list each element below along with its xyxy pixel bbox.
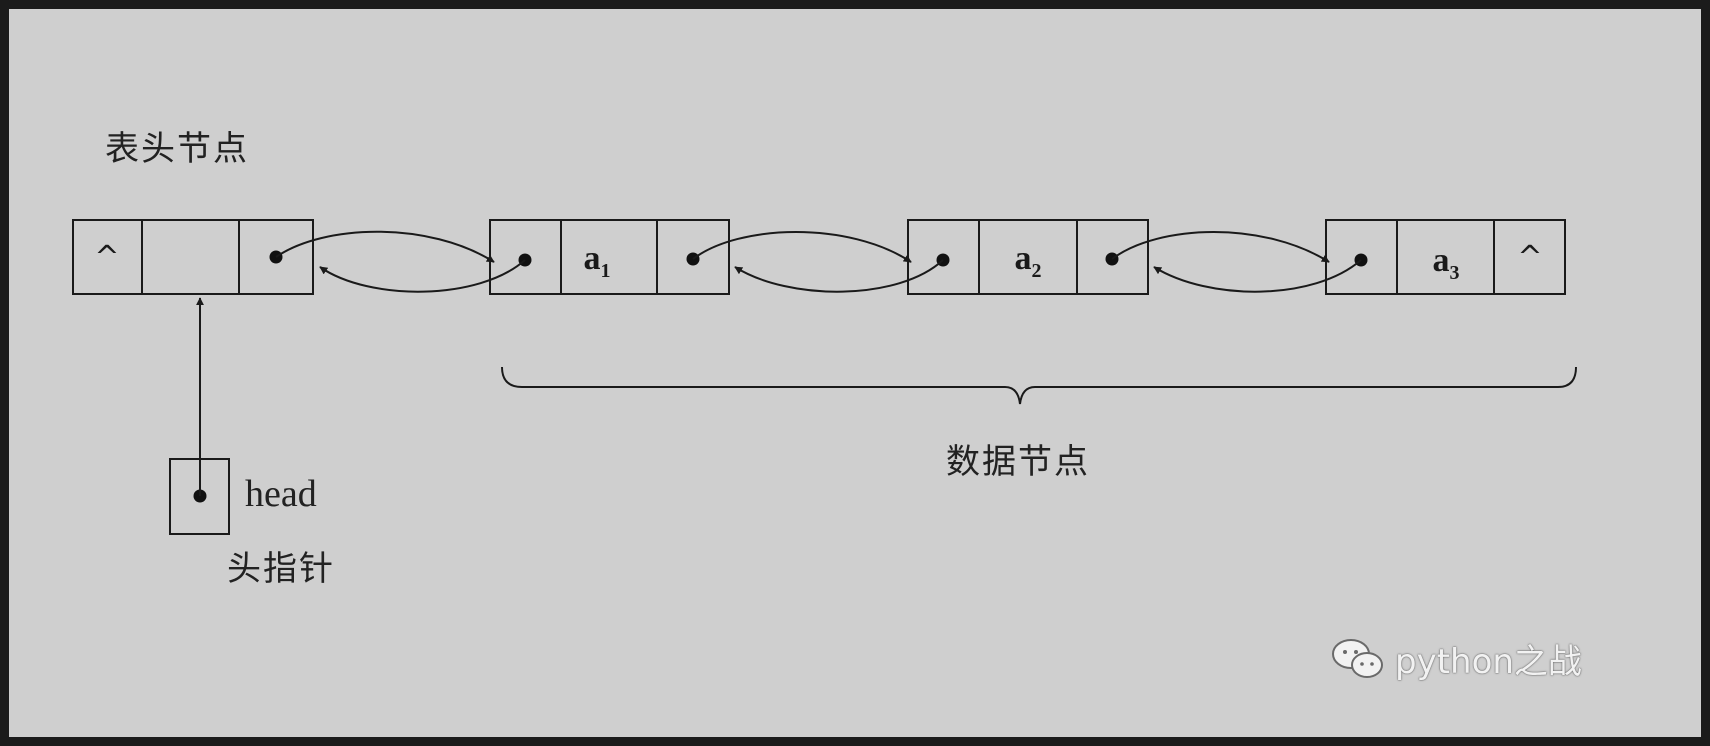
node1-data-label: a1 [584,240,611,282]
header-node-label: 表头节点 [105,129,249,169]
prior-link-arrow-3 [1153,259,1362,293]
data-nodes-brace [501,366,1577,405]
prior-link-arrow-1 [319,259,526,293]
next-link-arrow-2 [692,231,912,263]
prior-link-arrow-2 [734,259,944,293]
node2-data-label: a2 [1015,240,1042,282]
data-nodes-label: 数据节点 [946,442,1090,482]
head-pointer-caption: 头指针 [227,549,335,589]
watermark-text: python之战 [1395,642,1582,682]
linked-list-diagram: ^ a1 a2 a3 ^ [72,219,1577,535]
next-link-arrow-1 [275,230,495,263]
header-prior-null: ^ [94,240,119,275]
wechat-icon [1332,638,1383,678]
node3-next-null: ^ [1517,240,1542,275]
diagram-canvas: ^ a1 a2 a3 ^ [9,9,1701,737]
watermark: python之战 [1329,634,1582,683]
next-link-arrow-3 [1111,231,1330,263]
header-node [72,219,314,295]
header-node-box [72,219,314,295]
head-pointer-name: head [245,473,317,515]
node3-data-label: a3 [1433,242,1460,284]
